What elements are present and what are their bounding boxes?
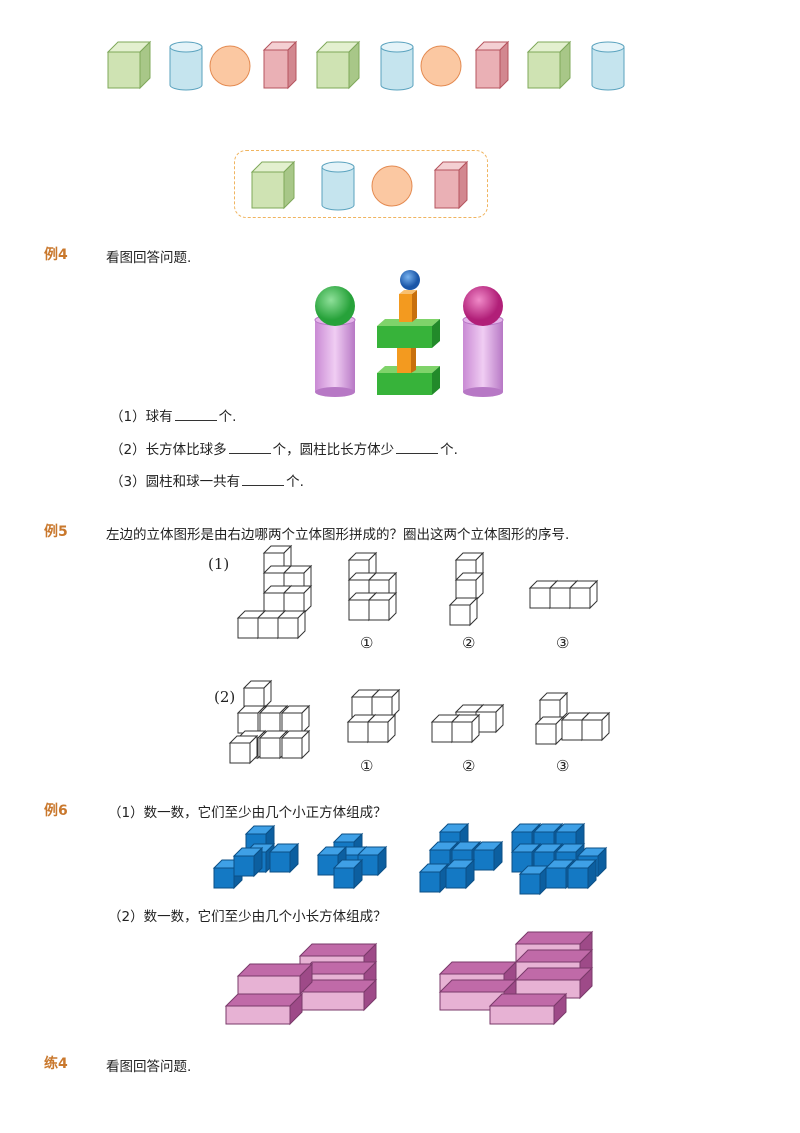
unit-cube bbox=[444, 858, 476, 890]
cylinder-shape bbox=[315, 320, 355, 392]
unit-cube bbox=[474, 703, 505, 734]
option-number-2[interactable]: ② bbox=[462, 757, 476, 775]
cylinder-icon bbox=[321, 161, 355, 211]
cuboid-slab bbox=[224, 992, 304, 1026]
cuboid-slab bbox=[298, 978, 378, 1012]
answer-blank[interactable] bbox=[228, 441, 271, 454]
unit-cube bbox=[568, 579, 599, 610]
option-number-3[interactable]: ③ bbox=[556, 634, 570, 652]
unit-cube bbox=[232, 846, 264, 878]
option-number-1[interactable]: ① bbox=[360, 634, 374, 652]
shape-group-box bbox=[234, 150, 488, 218]
answer-blank[interactable] bbox=[396, 441, 439, 454]
unit-cube bbox=[332, 858, 364, 890]
example-5-prompt: 左边的立体图形是由右边哪两个立体图形拼成的？圈出这两个立体图形的序号. bbox=[106, 527, 570, 543]
cylinder-icon bbox=[591, 41, 625, 91]
unit-cube bbox=[534, 715, 565, 746]
example-5-label: 例5 bbox=[44, 524, 68, 540]
cuboid-slab bbox=[488, 992, 568, 1026]
unit-cube bbox=[538, 691, 569, 722]
unit-cube bbox=[268, 842, 300, 874]
unit-cube bbox=[280, 729, 311, 760]
box-icon bbox=[433, 160, 469, 210]
unit-cube bbox=[454, 571, 485, 602]
cuboid-slab bbox=[236, 962, 314, 996]
unit-cube bbox=[472, 840, 504, 872]
unit-cube bbox=[280, 704, 311, 735]
answer-blank[interactable] bbox=[242, 473, 285, 486]
cube-icon bbox=[250, 160, 296, 210]
unit-cube bbox=[228, 734, 259, 765]
unit-cube bbox=[448, 596, 479, 627]
sphere-shape bbox=[315, 286, 355, 326]
option-number-1[interactable]: ① bbox=[360, 757, 374, 775]
example-6-question-1: （1）数一数，它们至少由几个小正方体组成？ bbox=[108, 805, 387, 821]
unit-cube bbox=[367, 591, 398, 622]
example-4-question-1: （1）球有个. bbox=[110, 408, 237, 425]
cylinder-icon bbox=[169, 41, 203, 91]
example-6-question-2: （2）数一数，它们至少由几个小长方体组成？ bbox=[108, 909, 387, 925]
unit-cube bbox=[450, 713, 481, 744]
sphere-icon bbox=[371, 165, 413, 207]
part-1-label: (1) bbox=[208, 555, 230, 573]
cuboid-shape bbox=[399, 294, 412, 322]
solid-figure-stack-illustration bbox=[314, 270, 504, 397]
cylinder-icon bbox=[380, 41, 414, 91]
example-4-question-3: （3）圆柱和球一共有个. bbox=[110, 473, 304, 490]
box-icon bbox=[262, 40, 298, 90]
unit-cube bbox=[242, 679, 273, 710]
sphere-shape bbox=[463, 286, 503, 326]
cuboid-shape bbox=[377, 326, 432, 348]
sphere-shape bbox=[400, 270, 420, 290]
cube-icon bbox=[315, 40, 361, 90]
example-4-question-2: （2）长方体比球多个，圆柱比长方体少个. bbox=[110, 441, 458, 458]
example-4-prompt: 看图回答问题. bbox=[106, 250, 192, 266]
box-icon bbox=[474, 40, 510, 90]
cuboid-shape bbox=[377, 373, 432, 395]
option-number-2[interactable]: ② bbox=[462, 634, 476, 652]
unit-cube bbox=[356, 845, 388, 877]
practice-4-prompt: 看图回答问题. bbox=[106, 1059, 192, 1075]
sphere-icon bbox=[420, 45, 462, 87]
cuboid-shape bbox=[397, 348, 411, 373]
example-6-label: 例6 bbox=[44, 803, 68, 819]
part-2-label: (2) bbox=[214, 688, 236, 706]
cube-composition-figures bbox=[228, 544, 611, 765]
unit-cube bbox=[276, 609, 307, 640]
example-4-label: 例4 bbox=[44, 247, 68, 263]
cube-icon bbox=[526, 40, 572, 90]
cylinder-shape bbox=[463, 320, 503, 392]
sphere-icon bbox=[209, 45, 251, 87]
option-number-3[interactable]: ③ bbox=[556, 757, 570, 775]
unit-cube bbox=[566, 858, 598, 890]
unit-cube bbox=[366, 713, 397, 744]
practice-4-label: 练4 bbox=[44, 1056, 68, 1072]
cube-icon bbox=[106, 40, 152, 90]
answer-blank[interactable] bbox=[174, 408, 217, 421]
unit-cube bbox=[580, 711, 611, 742]
